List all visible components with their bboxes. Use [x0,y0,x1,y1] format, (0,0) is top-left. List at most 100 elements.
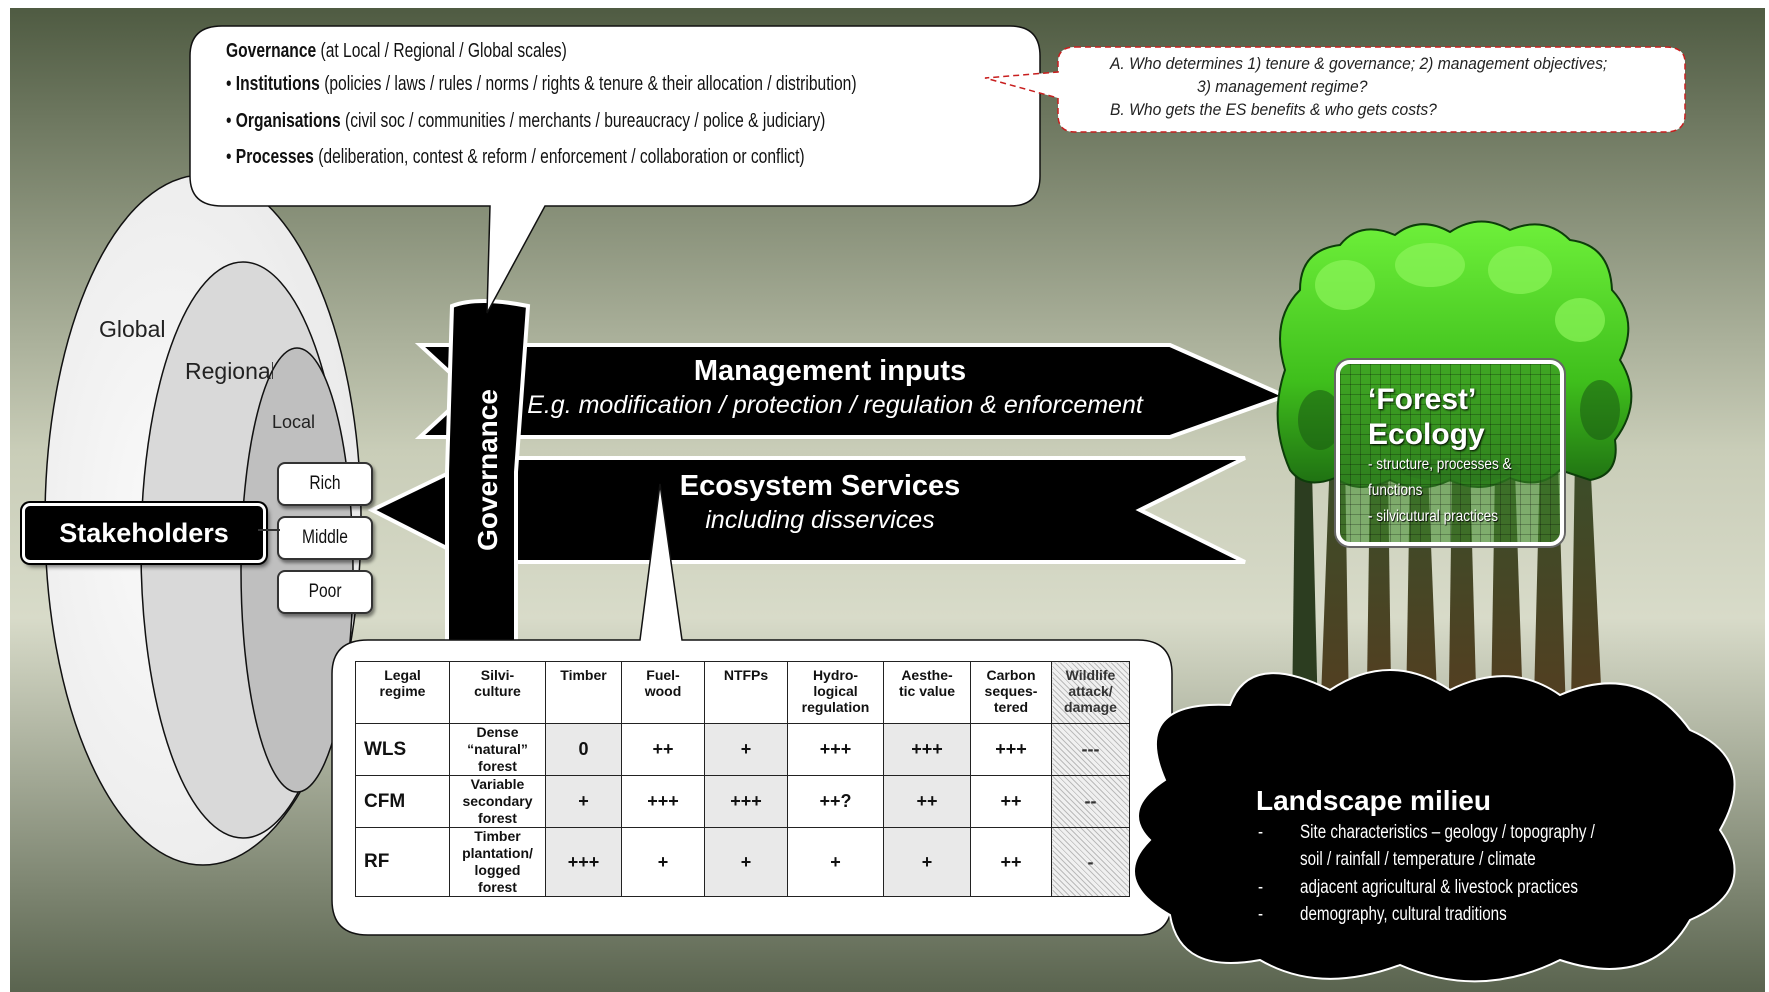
landscape-title: Landscape milieu [1256,785,1491,816]
table-header-text: logical [813,683,858,699]
governance-item-processes: • Processes (deliberation, contest & ref… [226,146,805,168]
table-silviculture-text: logged [474,862,521,878]
table-row-silviculture: Dense“natural”forest [449,723,546,776]
table-header-cell: NTFPs [704,661,788,724]
table-header-text: Silvi- [480,667,515,683]
landscape-item-demography: demography, cultural traditions [1300,904,1507,925]
table-silviculture-text: “natural” [467,741,528,757]
question-b: B. Who gets the ES benefits & who gets c… [1110,100,1437,119]
stakeholders-box: Stakeholders [22,503,266,563]
local-label: Local [272,412,316,432]
management-inputs-title: Management inputs [693,355,967,387]
table-header-text: Timber [560,667,607,683]
stratum-middle: Middle [277,516,373,560]
table-cell: +++ [545,827,622,897]
table-row-regime: CFM [355,775,450,828]
table-header-cell: Fuel-wood [621,661,705,724]
table-cell: + [787,827,884,897]
table-header-text: attack/ [1068,683,1113,699]
table-header-text: wood [644,683,682,699]
table-header-text: seques- [984,683,1038,699]
regional-label: Regional [185,358,273,384]
stratum-middle-label: Middle [302,527,348,548]
table-header-text: damage [1064,699,1117,715]
landscape-dash-3: - [1258,904,1264,925]
table-cell: + [621,827,705,897]
table-silviculture-text: Timber [474,828,521,844]
table-cell: +++ [883,723,971,776]
table-cell: 0 [545,723,622,776]
table-cell: ++? [787,775,884,828]
table-cell: + [704,723,788,776]
table-header-text: NTFPs [723,667,769,683]
stratum-rich: Rich [277,462,373,506]
forest-title-line2: Ecology [1368,418,1485,451]
landscape-item-site: Site characteristics – geology / topogra… [1300,822,1595,843]
stratum-rich-label: Rich [309,473,341,494]
table-cell: -- [1051,775,1130,828]
table-row-regime: RF [355,827,450,897]
question-a-line1: A. Who determines 1) tenure & governance… [1110,54,1608,73]
table-header-cell: Timber [545,661,622,724]
table-cell: + [883,827,971,897]
table-header-text: tered [993,699,1029,715]
table-silviculture-text: forest [478,810,517,826]
table-cell: --- [1051,723,1130,776]
table-header-text: Wildlife [1065,667,1116,683]
stratum-poor: Poor [277,570,373,614]
table-cell: +++ [621,775,705,828]
table-header-text: tic value [898,683,956,699]
table-cell: ++ [883,775,971,828]
forest-sub-functions: functions [1368,482,1423,499]
table-silviculture-text: secondary [462,793,533,809]
canopy-highlights [1315,243,1605,342]
table-cell: ++ [621,723,705,776]
table-header-text: Carbon [986,667,1036,683]
table-header-cell: Aesthe-tic value [883,661,971,724]
table-cell: ++ [970,827,1052,897]
stratum-poor-label: Poor [308,581,342,602]
global-label: Global [99,316,166,342]
table-silviculture-text: forest [478,879,517,895]
table-header-text: regime [379,683,426,699]
table-silviculture-text: Dense [476,724,519,740]
table-header-cell: Silvi-culture [449,661,546,724]
table-cell: +++ [787,723,884,776]
governance-bubble-shape [189,25,1041,314]
landscape-dash-1: - [1258,822,1264,843]
forest-sub-silviculture: - silvicutural practices [1368,508,1498,525]
table-header-text: regulation [801,699,870,715]
forest-title-line1: ‘Forest’ [1368,383,1477,416]
table-header-text: Aesthe- [901,667,953,683]
questions-callout-shape [984,46,1686,133]
governance-bubble-title: Governance (at Local / Regional / Global… [226,40,567,62]
table-cell: + [545,775,622,828]
governance-item-institutions: • Institutions (policies / laws / rules … [226,73,857,95]
stakeholders-label: Stakeholders [59,517,229,548]
forest-ecology-box: ‘Forest’ Ecology - structure, processes … [1336,360,1564,546]
landscape-cloud [1133,669,1736,983]
governance-vertical-label: Governance [453,290,523,650]
governance-vertical-text: Governance [472,389,503,551]
table-cell: - [1051,827,1130,897]
landscape-dash-2: - [1258,877,1264,898]
table-cell: +++ [704,775,788,828]
stakeholders-connector [258,529,280,531]
table-cell: +++ [970,723,1052,776]
table-silviculture-text: Variable [470,776,525,792]
management-inputs-subtitle: E.g. modification / protection / regulat… [527,391,1143,419]
table-cell: + [704,827,788,897]
table-header-text: Hydro- [812,667,859,683]
